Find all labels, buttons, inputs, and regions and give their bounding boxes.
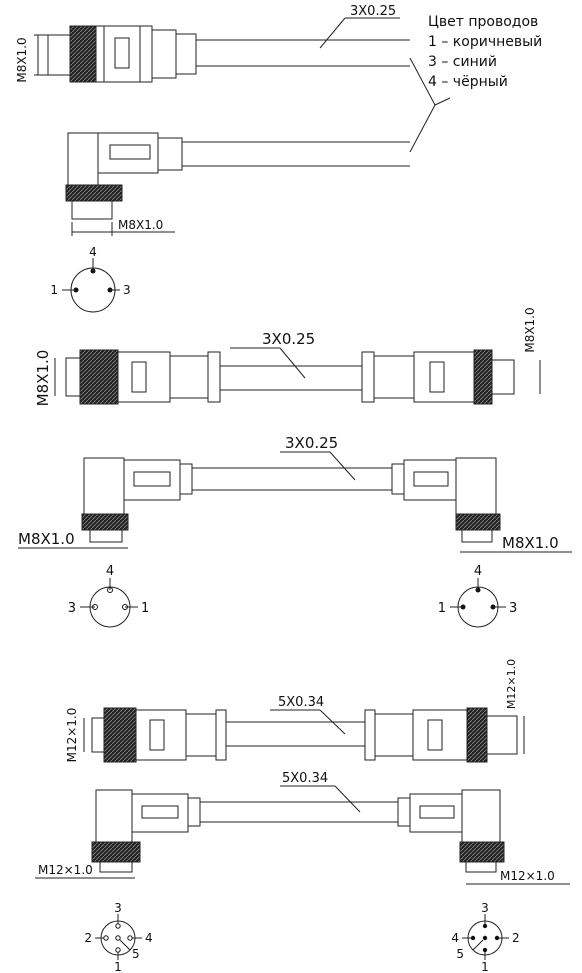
svg-text:4: 4 (145, 931, 153, 945)
svg-text:3: 3 (123, 283, 131, 297)
svg-text:5: 5 (132, 947, 140, 961)
svg-text:4: 4 (451, 931, 459, 945)
svg-text:4: 4 (89, 245, 97, 259)
svg-text:2: 2 (512, 931, 520, 945)
m12-straight-straight-cable (91, 707, 518, 763)
svg-text:1: 1 (50, 283, 58, 297)
thread-label-m8-3: M8X1.0 (34, 350, 52, 407)
svg-text:1: 1 (481, 960, 489, 973)
thread-label-m12-1: M12×1.0 (65, 708, 79, 763)
svg-text:1: 1 (141, 601, 149, 616)
m8-angled-angled-cable (81, 457, 501, 543)
pinout-m8-3pin-c: 4 1 3 (438, 564, 517, 628)
svg-text:5: 5 (456, 947, 464, 961)
svg-text:3: 3 (509, 601, 517, 616)
pinout-m12-5pin-a: 3 2 4 5 1 (84, 901, 152, 973)
legend-title: Цвет проводов (428, 14, 539, 30)
legend-item-1: 1 – коричневый (428, 34, 543, 50)
wire-color-legend: Цвет проводов 1 – коричневый 3 – синий 4… (428, 12, 542, 92)
thread-label-m8-1: M8X1.0 (15, 37, 29, 82)
cable-label-3x025-3: 3X0.25 (285, 434, 338, 452)
svg-text:2: 2 (84, 931, 92, 945)
cable-label-3x025-1: 3X0.25 (350, 4, 396, 19)
svg-text:1: 1 (114, 960, 122, 973)
m12-angled-angled-cable (91, 789, 505, 873)
thread-label-m12-2: M12×1.0 (505, 659, 518, 709)
svg-text:1: 1 (438, 601, 446, 616)
thread-label-m8-5: M8X1.0 (18, 530, 75, 548)
pinout-m8-3pin-b: 4 3 1 (68, 564, 149, 628)
pinout-m12-5pin-b: 3 4 2 5 1 (451, 901, 519, 973)
thread-label-m8-2: M8X1.0 (118, 218, 163, 232)
thread-label-m8-4: M8X1.0 (523, 307, 537, 352)
m8-straight-straight-cable (65, 349, 515, 405)
svg-text:4: 4 (474, 564, 482, 579)
svg-text:3: 3 (68, 601, 76, 616)
cable-label-3x025-2: 3X0.25 (262, 330, 315, 348)
m8-angled-connector-top (65, 132, 410, 220)
thread-label-m12-4: M12×1.0 (500, 869, 555, 883)
thread-label-m8-6: M8X1.0 (502, 534, 559, 552)
legend-item-3: 3 – синий (428, 54, 497, 70)
svg-text:4: 4 (106, 564, 114, 579)
legend-item-4: 4 – чёрный (428, 74, 508, 90)
cable-label-5x034-2: 5X0.34 (282, 771, 328, 786)
m8-straight-connector-top (47, 25, 410, 83)
pinout-m8-3pin-a: 4 1 3 (50, 245, 131, 313)
thread-label-m12-3: M12×1.0 (38, 863, 93, 877)
svg-text:3: 3 (481, 901, 489, 915)
svg-text:3: 3 (114, 901, 122, 915)
cable-label-5x034-1: 5X0.34 (278, 695, 324, 710)
